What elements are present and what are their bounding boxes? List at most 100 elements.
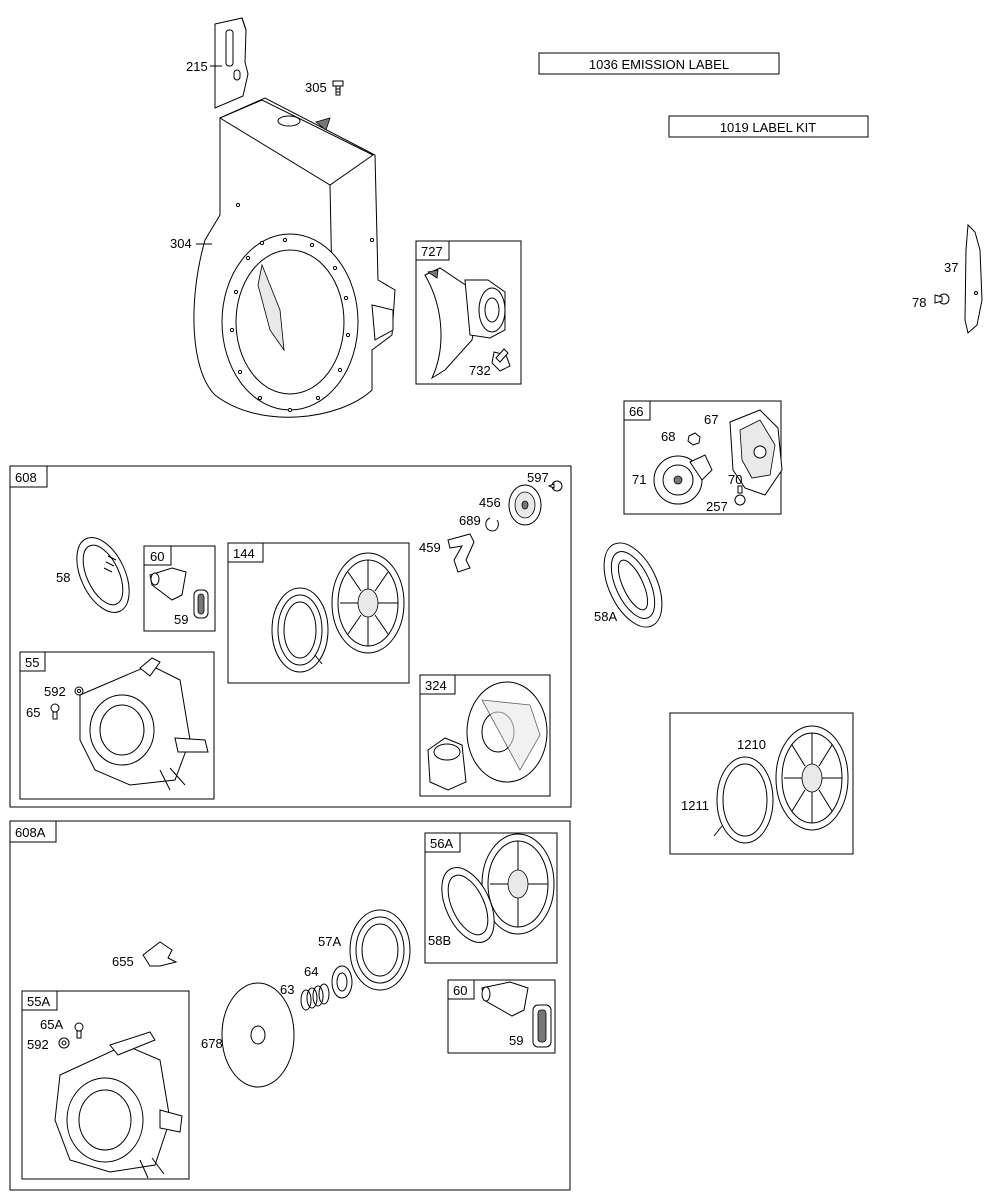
screw-part-305 — [332, 80, 344, 96]
spring-part-63 — [300, 983, 330, 1011]
group-tag-55a — [21, 990, 58, 1011]
group-tag-727 — [415, 240, 450, 261]
part-label-304: 304 — [170, 236, 192, 251]
part-label-58b: 58B — [428, 933, 451, 948]
group-label-727: 727 — [421, 244, 443, 259]
group-box-608a — [9, 820, 571, 1191]
group-tag-324 — [419, 674, 456, 695]
bracket-part-215 — [214, 17, 249, 109]
group-box-60-top — [143, 545, 216, 632]
group-tag-66 — [623, 400, 651, 421]
pawl-part-459 — [447, 533, 475, 573]
washer-part-592-bottom — [58, 1037, 70, 1049]
blower-housing-part-304 — [193, 97, 396, 418]
group-tag-608a — [9, 820, 57, 843]
group-label-55: 55 — [25, 655, 39, 670]
part-label-597: 597 — [527, 470, 549, 485]
part-label-456: 456 — [479, 495, 501, 510]
rewind-spring-part-144 — [271, 587, 329, 673]
group-label-324: 324 — [425, 678, 447, 693]
plate-part-37 — [964, 223, 983, 334]
retainer-part-456 — [508, 484, 542, 526]
pulley-part-56a — [481, 833, 555, 935]
screen-part-324 — [466, 681, 548, 783]
part-label-459: 459 — [419, 540, 441, 555]
group-label-56a: 56A — [430, 836, 453, 851]
group-box-608 — [9, 465, 572, 808]
part-label-732: 732 — [469, 363, 491, 378]
label-kit-banner: 1019 LABEL KIT — [668, 115, 869, 138]
spring-part-58a — [603, 542, 663, 628]
housing-part-55a — [54, 1031, 183, 1179]
part-label-65: 65 — [26, 705, 40, 720]
screw-part-257 — [734, 485, 746, 506]
group-box-1210 — [669, 712, 854, 855]
spring-part-57a — [349, 909, 411, 991]
part-label-59-top: 59 — [174, 612, 188, 627]
group-box-727 — [415, 240, 522, 385]
part-label-1211: 1211 — [681, 798, 709, 813]
group-box-55 — [19, 651, 215, 800]
group-label-144: 144 — [233, 546, 255, 561]
screw-part-597 — [547, 480, 563, 492]
part-label-689: 689 — [459, 513, 481, 528]
pulley-part-71 — [653, 454, 713, 505]
group-box-144 — [227, 542, 410, 684]
plate-part-678 — [221, 982, 295, 1088]
washer-part-592-top — [74, 686, 84, 696]
part-label-68: 68 — [661, 429, 675, 444]
pulley-part-144 — [331, 552, 405, 654]
part-label-63: 63 — [280, 982, 294, 997]
group-label-55a: 55A — [27, 994, 50, 1009]
clip-part-689 — [485, 517, 499, 532]
part-label-257: 257 — [706, 499, 728, 514]
part-label-71: 71 — [632, 472, 646, 487]
housing-part-55 — [79, 657, 209, 791]
handle-part-60-bottom — [481, 981, 529, 1017]
group-tag-60-top — [143, 545, 172, 566]
group-box-56a — [424, 832, 558, 964]
nut-part-68 — [687, 432, 701, 446]
screw-part-65a — [74, 1022, 84, 1039]
part-label-58a: 58A — [594, 609, 617, 624]
group-tag-60-bottom — [447, 979, 475, 1000]
emission-label-text: 1036 EMISSION LABEL — [589, 57, 729, 72]
part-label-64: 64 — [304, 964, 318, 979]
part-label-305: 305 — [305, 80, 327, 95]
screw-part-65 — [50, 703, 60, 720]
adapter-part-324 — [427, 737, 467, 791]
part-label-58: 58 — [56, 570, 70, 585]
spring-part-1211 — [713, 756, 774, 844]
insert-part-59-top — [193, 589, 209, 619]
spring-part-58 — [76, 537, 130, 613]
part-label-655: 655 — [112, 954, 134, 969]
starter-cup-part-727 — [424, 267, 506, 380]
group-tag-608 — [9, 465, 48, 488]
group-label-66: 66 — [629, 404, 643, 419]
cup-part-67 — [729, 409, 783, 496]
part-label-1210: 1210 — [737, 737, 766, 752]
insert-part-59-bottom — [532, 1004, 552, 1048]
screw-part-78 — [934, 293, 950, 305]
part-label-78: 78 — [912, 295, 926, 310]
group-tag-144 — [227, 542, 264, 563]
pulley-part-1210 — [775, 725, 849, 831]
clip-part-655 — [142, 941, 178, 967]
bolt-part-732 — [491, 348, 511, 372]
part-label-70: 70 — [728, 472, 742, 487]
part-label-678: 678 — [201, 1036, 223, 1051]
spring-part-58b — [441, 867, 495, 943]
part-label-59-bottom: 59 — [509, 1033, 523, 1048]
group-label-608: 608 — [15, 470, 37, 485]
group-tag-55 — [19, 651, 46, 672]
part-label-592-bottom: 592 — [27, 1037, 49, 1052]
part-label-65a: 65A — [40, 1017, 63, 1032]
group-box-60-bottom — [447, 979, 556, 1054]
group-box-324 — [419, 674, 551, 797]
group-box-55a — [21, 990, 190, 1180]
emission-label-banner: 1036 EMISSION LABEL — [538, 52, 780, 75]
part-label-67: 67 — [704, 412, 718, 427]
part-label-215: 215 — [186, 59, 208, 74]
group-tag-56a — [424, 832, 461, 853]
